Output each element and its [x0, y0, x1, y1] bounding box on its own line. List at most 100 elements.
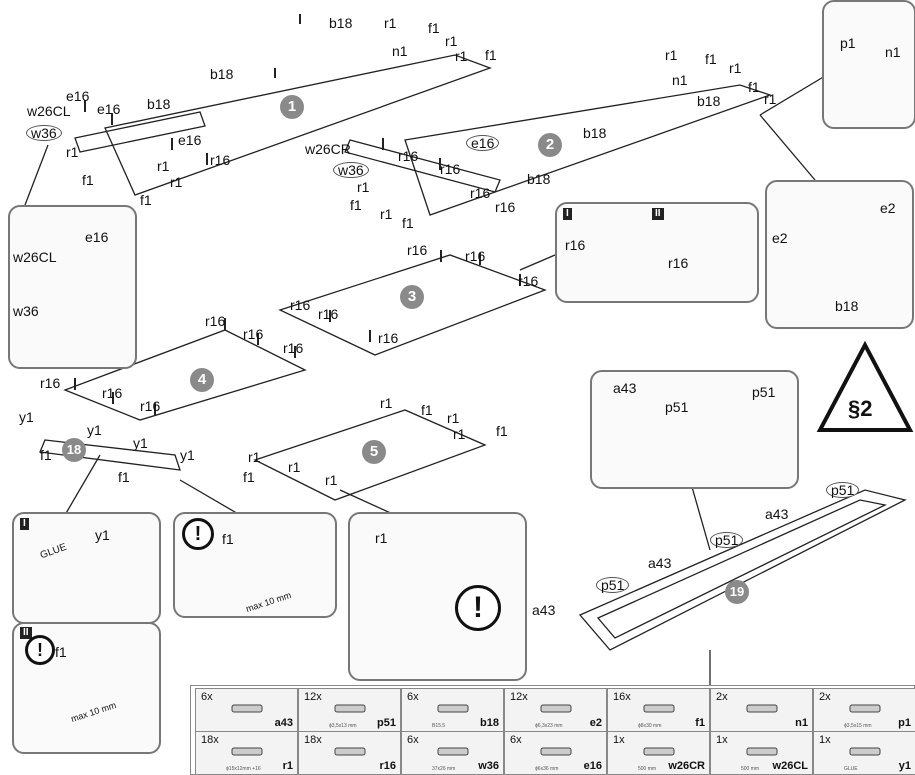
rail-w26cl	[74, 111, 206, 153]
label-e16: e16	[97, 101, 121, 117]
label-b18: b18	[697, 93, 721, 109]
detail-box-a43	[590, 370, 799, 489]
label-r16: r16	[378, 330, 399, 346]
label-r16: r16	[290, 297, 311, 313]
label-f1: f1	[118, 469, 130, 485]
step-badge-ii: II	[652, 208, 664, 220]
label-y1: y1	[87, 422, 102, 438]
part-glyph-icon	[230, 701, 268, 715]
label-n1: n1	[885, 44, 901, 60]
part-glyph-icon	[436, 744, 474, 758]
parts-qty: 2x	[716, 691, 728, 703]
label-p1: p1	[840, 35, 856, 51]
label-w36: w36	[333, 162, 369, 178]
part-glyph-icon	[230, 744, 268, 758]
part-glyph-icon	[333, 701, 371, 715]
callout-line-y1	[64, 454, 101, 516]
panel-5-outline	[253, 409, 487, 501]
part-glyph-icon	[848, 744, 886, 758]
label-p51: p51	[710, 532, 744, 548]
label-b18: b18	[329, 15, 353, 31]
panel-number-3: 3	[400, 285, 424, 309]
parts-cell: 2x n1	[710, 688, 813, 732]
label-f1: f1	[485, 47, 497, 63]
label-f1: f1	[82, 172, 94, 188]
callout-line-b18	[759, 114, 816, 181]
label-r16: r16	[283, 340, 304, 356]
label-f1: f1	[243, 469, 255, 485]
part-glyph-icon	[539, 744, 577, 758]
parts-desc: ϕ6,3x23 mm	[535, 723, 563, 729]
label-b18: b18	[583, 125, 607, 141]
parts-qty: 2x	[819, 691, 831, 703]
parts-qty: 6x	[510, 734, 522, 746]
label-p51: p51	[596, 577, 630, 593]
part-glyph-icon	[848, 701, 886, 715]
step-badge-i: I	[563, 208, 572, 220]
label-r1: r1	[170, 174, 183, 190]
panel-number-1: 1	[280, 95, 304, 119]
label-r16: r16	[668, 255, 689, 271]
panel-number-18: 18	[62, 438, 86, 462]
label-e2: e2	[880, 200, 896, 216]
parts-desc: ϕ15x12mm +16	[226, 766, 261, 772]
detail-box-w36	[8, 205, 137, 369]
parts-code: n1	[795, 717, 808, 729]
label-f1: f1	[140, 192, 152, 208]
label-r1: r1	[380, 206, 393, 222]
part-glyph-icon	[642, 744, 680, 758]
label-y1: y1	[19, 409, 34, 425]
parts-code: w26CL	[772, 760, 808, 772]
label-f1: f1	[350, 197, 362, 213]
warning-triangle	[816, 340, 914, 432]
label-r1: r1	[447, 410, 460, 426]
parts-code: e2	[589, 717, 602, 729]
step-badge-i: I	[20, 518, 29, 530]
label-r16: r16	[465, 248, 486, 264]
label-r1: r1	[248, 449, 261, 465]
parts-qty: 6x	[201, 691, 213, 703]
label-r16: r16	[140, 398, 161, 414]
panel-number-19: 19	[725, 580, 749, 604]
panel-number-2: 2	[538, 133, 562, 157]
part-glyph-icon	[539, 701, 577, 715]
label-b18: b18	[210, 66, 234, 82]
label-r16: r16	[210, 152, 231, 168]
label-r1: r1	[455, 48, 468, 64]
exclamation-icon: !	[25, 635, 55, 665]
part-glyph-icon	[436, 701, 474, 715]
label-r1: r1	[325, 472, 338, 488]
label-w26cr: w26CR	[305, 141, 351, 157]
label-f1: f1	[402, 215, 414, 231]
panel-3-outline	[278, 254, 547, 356]
label-p51: p51	[752, 384, 776, 400]
parts-qty: 1x	[819, 734, 831, 746]
label-a43: a43	[532, 602, 556, 618]
parts-code: e16	[583, 760, 602, 772]
label-r16: r16	[518, 273, 539, 289]
parts-code: w36	[478, 760, 499, 772]
label-b18: b18	[835, 298, 859, 314]
parts-desc: 500 mm	[638, 766, 657, 772]
warning-sign-text: §2	[848, 396, 873, 421]
label-e16: e16	[66, 88, 90, 104]
panel-number-5: 5	[362, 440, 386, 464]
parts-code: w26CR	[668, 760, 705, 772]
label-f1: f1	[496, 423, 508, 439]
detail-box-glue-y1	[12, 512, 161, 624]
label-y1: y1	[133, 435, 148, 451]
callout-line-w36	[24, 144, 49, 206]
parts-code: p1	[898, 717, 911, 729]
detail-box-b18	[765, 180, 914, 329]
panel-19-inner	[596, 499, 888, 639]
label-r16: r16	[440, 161, 461, 177]
label-e16: e16	[178, 132, 202, 148]
parts-code: f1	[695, 717, 705, 729]
label-e2: e2	[772, 230, 788, 246]
